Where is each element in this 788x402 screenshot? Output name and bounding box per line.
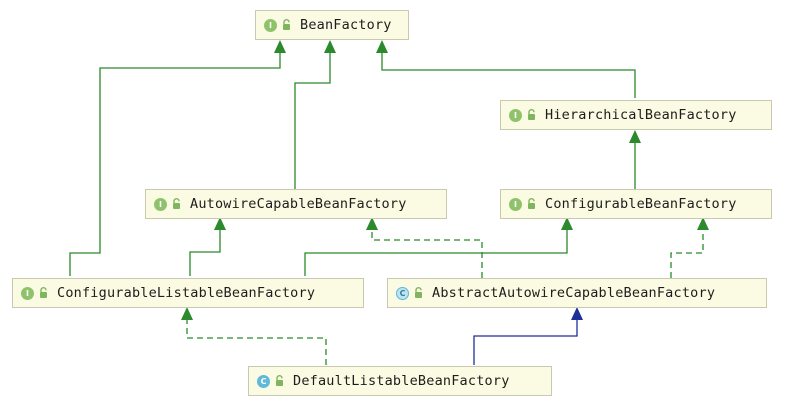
edge-abstractautowire-to-configurable [670,228,704,278]
arrowhead-configurable-solid [561,217,573,230]
node-label: DefaultListableBeanFactory [293,373,510,389]
node-abstract-autowire-capable-bean-factory[interactable]: C AbstractAutowireCapableBeanFactory [387,278,767,308]
lock-icon [173,198,180,209]
arrowhead-autowirecapable-solid [214,217,226,230]
node-hierarchical-bean-factory[interactable]: I HierarchicalBeanFactory [500,100,772,130]
arrowhead-configurable-dashed [697,217,709,230]
edge-configurablelistable-to-autowirecapable [189,228,221,276]
interface-icon: I [154,197,167,211]
node-autowire-capable-bean-factory[interactable]: I AutowireCapableBeanFactory [145,189,447,219]
edge-configurablelistable-to-configurable [304,228,568,276]
lock-icon [528,198,535,209]
node-label: AbstractAutowireCapableBeanFactory [432,285,716,301]
interface-icon: I [264,18,277,32]
node-bean-factory[interactable]: I BeanFactory [255,10,409,40]
arrowhead-beanfactory-right [376,40,388,53]
edge-hierarchical-to-beanfactory [381,52,636,98]
lock-icon [283,19,290,30]
arrowhead-hierarchical [629,130,641,143]
interface-icon: I [509,197,522,211]
arrowhead-abstractautowire [571,307,583,320]
node-label: ConfigurableListableBeanFactory [57,285,316,301]
lock-icon [415,287,422,298]
edge-abstractautowire-to-autowirecapable [371,228,483,278]
abstract-class-icon: C [396,286,409,300]
node-configurable-listable-bean-factory[interactable]: I ConfigurableListableBeanFactory [12,278,364,308]
edge-autowirecapable-to-beanfactory [294,52,331,190]
arrowhead-beanfactory-left [274,40,286,53]
arrowhead-beanfactory-middle [324,40,336,53]
lock-icon [276,375,283,386]
node-label: ConfigurableBeanFactory [545,196,737,212]
interface-icon: I [509,108,522,122]
node-default-listable-bean-factory[interactable]: C DefaultListableBeanFactory [248,366,552,396]
node-label: BeanFactory [300,17,392,33]
node-label: HierarchicalBeanFactory [545,107,737,123]
edge-defaultlistable-to-abstractautowire [473,318,578,365]
lock-icon [528,109,535,120]
lock-icon [40,287,47,298]
class-icon: C [257,374,270,388]
arrowhead-configurablelistable [181,307,193,320]
node-label: AutowireCapableBeanFactory [190,196,407,212]
arrowhead-autowirecapable-dashed [366,217,378,230]
edge-defaultlistable-to-configurablelistable [186,318,327,365]
node-configurable-bean-factory[interactable]: I ConfigurableBeanFactory [500,189,772,219]
interface-icon: I [21,286,34,300]
edge-configurablelistable-to-beanfactory [69,52,281,276]
